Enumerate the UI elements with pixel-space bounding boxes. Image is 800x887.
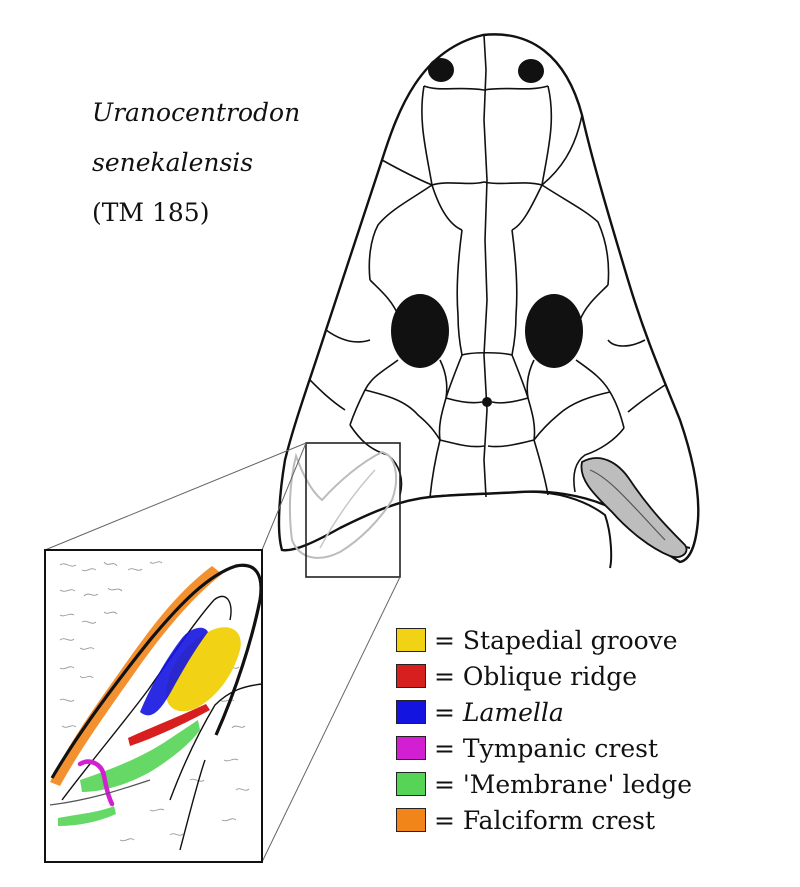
legend-term: Oblique ridge [462, 661, 637, 691]
tympanic-crest [77, 759, 115, 807]
otic-region-left-ghost-inner [319, 469, 376, 549]
legend-term: Lamella [462, 697, 564, 727]
legend-equals: = [434, 625, 463, 655]
legend-item: = Stapedial groove [396, 622, 756, 658]
legend-term: 'Membrane' ledge [462, 769, 693, 799]
legend-swatch [396, 772, 426, 796]
legend-equals: = [434, 733, 463, 763]
legend-item: = 'Membrane' ledge [396, 766, 756, 802]
skull-outline [277, 33, 700, 564]
inset-main-outline [50, 563, 263, 779]
midline-suture [483, 34, 488, 498]
legend-term: Falciform crest [462, 805, 655, 835]
species-name: senekalensis [92, 148, 254, 177]
posterior-margin [429, 490, 613, 569]
inset-bottom-edge [49, 779, 151, 806]
zoom-selection-box [305, 442, 401, 578]
legend-label: = Lamella [434, 698, 564, 727]
inset-lower-bone-2 [179, 759, 206, 851]
zoom-connector-left [44, 442, 307, 551]
membrane-ledge-lower [58, 806, 116, 826]
bone-sutures [309, 85, 666, 498]
oblique-ridge [128, 704, 210, 746]
genus-name: Uranocentrodon [92, 98, 301, 127]
zoom-connector-bottom [261, 576, 401, 863]
legend-swatch [396, 664, 426, 688]
legend-equals: = [434, 697, 463, 727]
specimen-number: (TM 185) [92, 198, 210, 227]
legend-equals: = [434, 769, 463, 799]
falciform-crest [50, 566, 222, 786]
otic-region-right-inner [589, 469, 666, 541]
legend: = Stapedial groove= Oblique ridge= Lamel… [396, 622, 756, 838]
left-naris [428, 58, 454, 82]
legend-item: = Oblique ridge [396, 658, 756, 694]
legend-label: = Falciform crest [434, 806, 655, 835]
legend-equals: = [434, 661, 463, 691]
right-orbit [525, 294, 583, 368]
legend-term: Tympanic crest [462, 733, 658, 763]
legend-swatch [396, 736, 426, 760]
left-orbit [391, 294, 449, 368]
legend-label: = Stapedial groove [434, 626, 678, 655]
inset-lower-bone [169, 683, 263, 801]
legend-swatch [396, 628, 426, 652]
legend-item: = Falciform crest [396, 802, 756, 838]
legend-item: = Tympanic crest [396, 730, 756, 766]
legend-equals: = [434, 805, 463, 835]
otic-region-left-ghost [288, 450, 398, 559]
membrane-ledge [80, 720, 200, 792]
inset-panel [44, 549, 263, 863]
legend-term: Stapedial groove [462, 625, 678, 655]
legend-swatch [396, 700, 426, 724]
pineal-foramen [482, 397, 492, 407]
right-naris [518, 59, 544, 83]
legend-label: = Tympanic crest [434, 734, 658, 763]
zoom-connector-top [261, 442, 307, 551]
lamella [140, 627, 208, 716]
legend-label: = Oblique ridge [434, 662, 637, 691]
legend-swatch [396, 808, 426, 832]
legend-item: = Lamella [396, 694, 756, 730]
legend-label: = 'Membrane' ledge [434, 770, 692, 799]
stapedial-groove [165, 627, 241, 712]
